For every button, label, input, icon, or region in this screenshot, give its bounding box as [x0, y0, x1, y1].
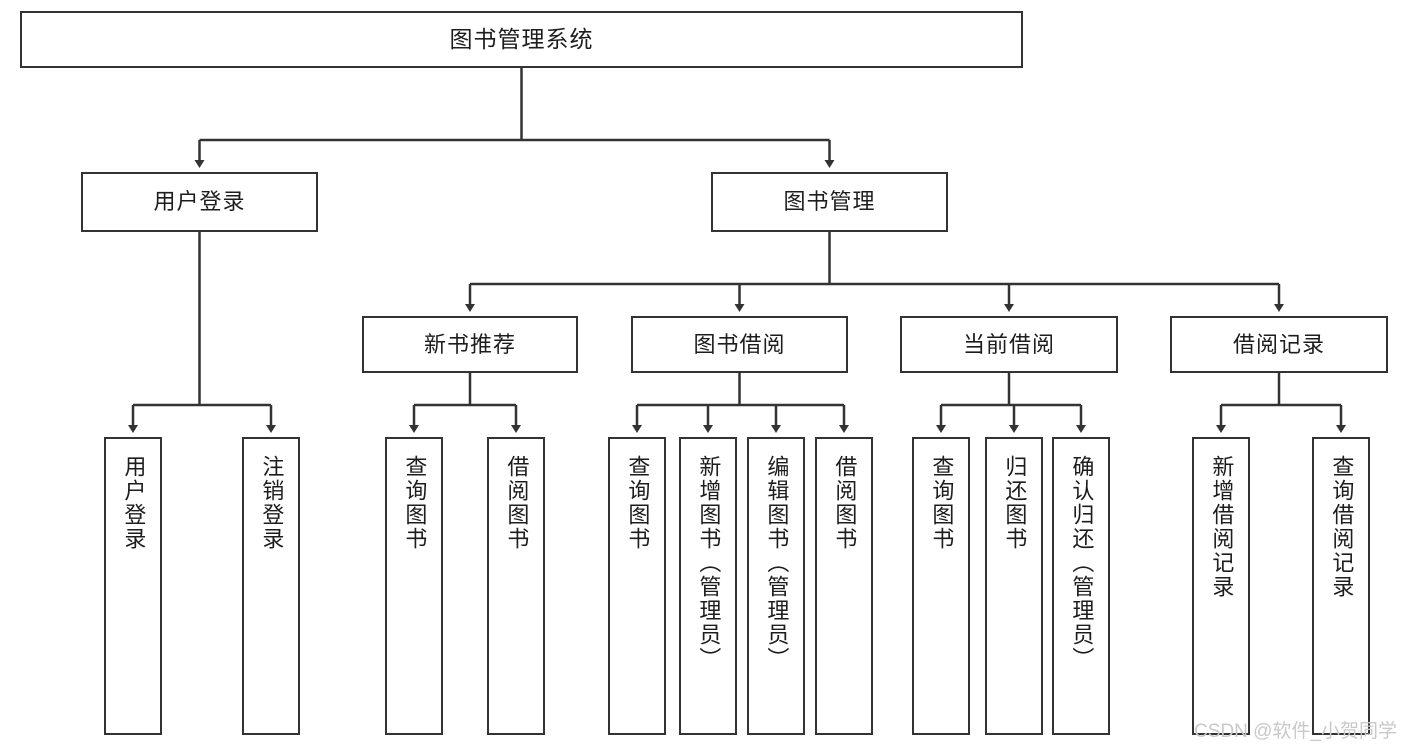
- node-leaf-user-logout[interactable]: 注销登录: [242, 437, 300, 735]
- node-leaf-borrow-book-1[interactable]: 借阅图书: [487, 437, 545, 735]
- node-label: 图书管理系统: [449, 26, 594, 53]
- node-label: 借阅记录: [1232, 331, 1325, 357]
- node-label: 新增借阅记录: [1209, 455, 1235, 599]
- node-label: 查询图书: [402, 455, 428, 551]
- node-new-book-recommend[interactable]: 新书推荐: [362, 316, 578, 373]
- node-label: 注销登录: [259, 455, 285, 551]
- node-book-borrow[interactable]: 图书借阅: [631, 316, 848, 373]
- node-leaf-borrow-book-2[interactable]: 借阅图书: [815, 437, 873, 735]
- node-leaf-confirm-return[interactable]: 确认归还（管理员）: [1052, 437, 1110, 735]
- node-leaf-query-record[interactable]: 查询借阅记录: [1312, 437, 1370, 735]
- node-user-login[interactable]: 用户登录: [81, 172, 318, 232]
- node-label: 借阅图书: [504, 455, 530, 551]
- node-leaf-add-record[interactable]: 新增借阅记录: [1192, 437, 1250, 735]
- node-label: 查询借阅记录: [1329, 455, 1355, 599]
- node-leaf-add-book[interactable]: 新增图书（管理员）: [679, 437, 737, 735]
- node-label: 确认归还（管理员）: [1069, 455, 1095, 671]
- node-label: 新增图书（管理员）: [696, 455, 722, 671]
- node-label: 归还图书: [1002, 455, 1028, 551]
- node-label: 新书推荐: [423, 331, 516, 357]
- node-leaf-user-login[interactable]: 用户登录: [104, 437, 162, 735]
- node-label: 查询图书: [929, 455, 955, 551]
- node-label: 用户登录: [153, 189, 246, 215]
- node-borrow-record[interactable]: 借阅记录: [1170, 316, 1388, 373]
- node-label: 图书借阅: [693, 331, 786, 357]
- node-label: 图书管理: [783, 189, 876, 215]
- node-label: 查询图书: [625, 455, 651, 551]
- node-book-manage[interactable]: 图书管理: [711, 172, 948, 232]
- node-leaf-return-book[interactable]: 归还图书: [985, 437, 1043, 735]
- node-label: 编辑图书（管理员）: [764, 455, 790, 671]
- node-leaf-query-book-1[interactable]: 查询图书: [385, 437, 443, 735]
- node-leaf-query-book-3[interactable]: 查询图书: [912, 437, 970, 735]
- node-label: 借阅图书: [832, 455, 858, 551]
- node-label: 用户登录: [121, 455, 147, 551]
- node-leaf-edit-book[interactable]: 编辑图书（管理员）: [747, 437, 805, 735]
- watermark: CSDN @软件_小贺同学: [1194, 721, 1397, 742]
- node-leaf-query-book-2[interactable]: 查询图书: [608, 437, 666, 735]
- node-label: 当前借阅: [962, 331, 1055, 357]
- node-current-borrow[interactable]: 当前借阅: [900, 316, 1118, 373]
- node-root[interactable]: 图书管理系统: [20, 11, 1023, 68]
